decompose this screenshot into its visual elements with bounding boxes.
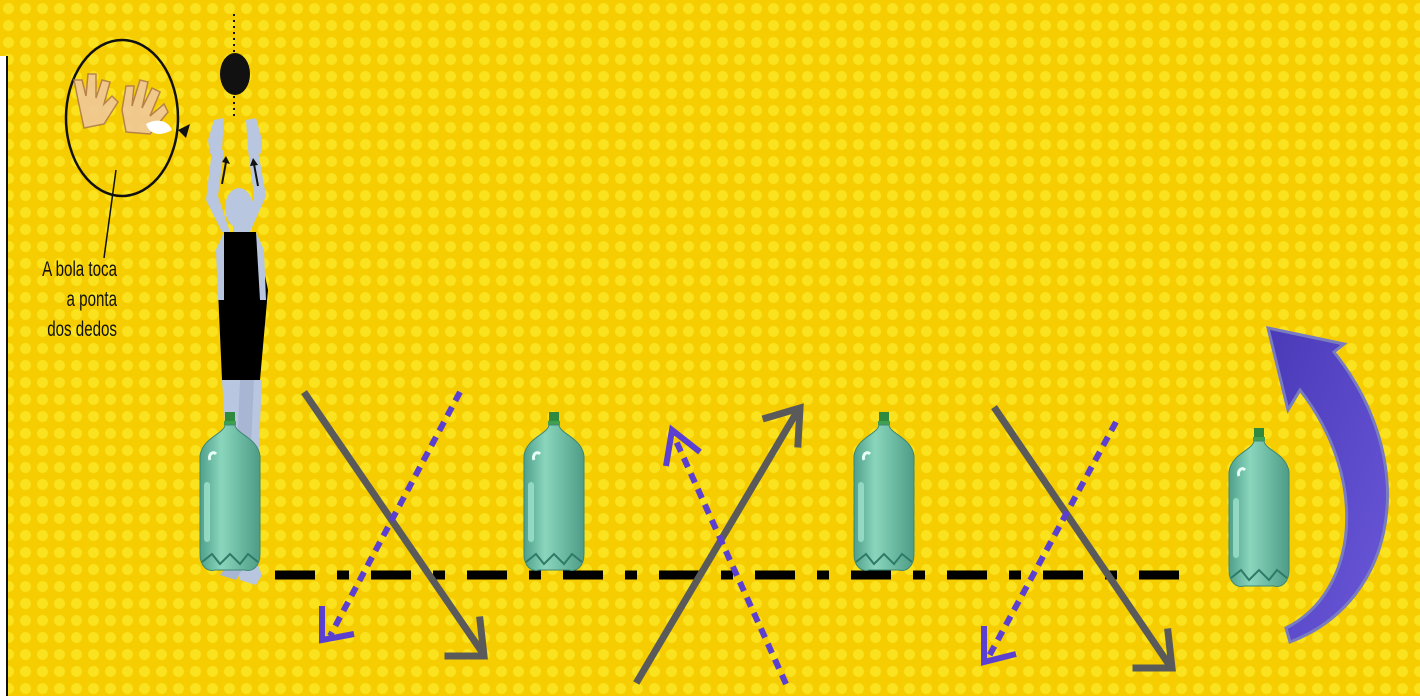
caption-line-1: A bola toca xyxy=(39,255,117,285)
arrow-icon xyxy=(638,408,800,680)
bottle-icon xyxy=(524,412,584,570)
arrow-icon xyxy=(996,410,1172,668)
caption-text: A bola toca a ponta dos dedos xyxy=(39,255,117,345)
caption-line-2: a ponta xyxy=(39,285,117,315)
hands-detail-icon xyxy=(66,40,190,258)
ball-icon xyxy=(220,14,250,118)
arrow-icon xyxy=(306,395,484,656)
bottle-icon xyxy=(1229,428,1289,586)
arrow-icon xyxy=(984,422,1116,662)
bottle-icon xyxy=(854,412,914,570)
caption-line-3: dos dedos xyxy=(39,315,117,345)
arrow-icon xyxy=(322,392,460,640)
arrow-icon xyxy=(666,430,786,684)
